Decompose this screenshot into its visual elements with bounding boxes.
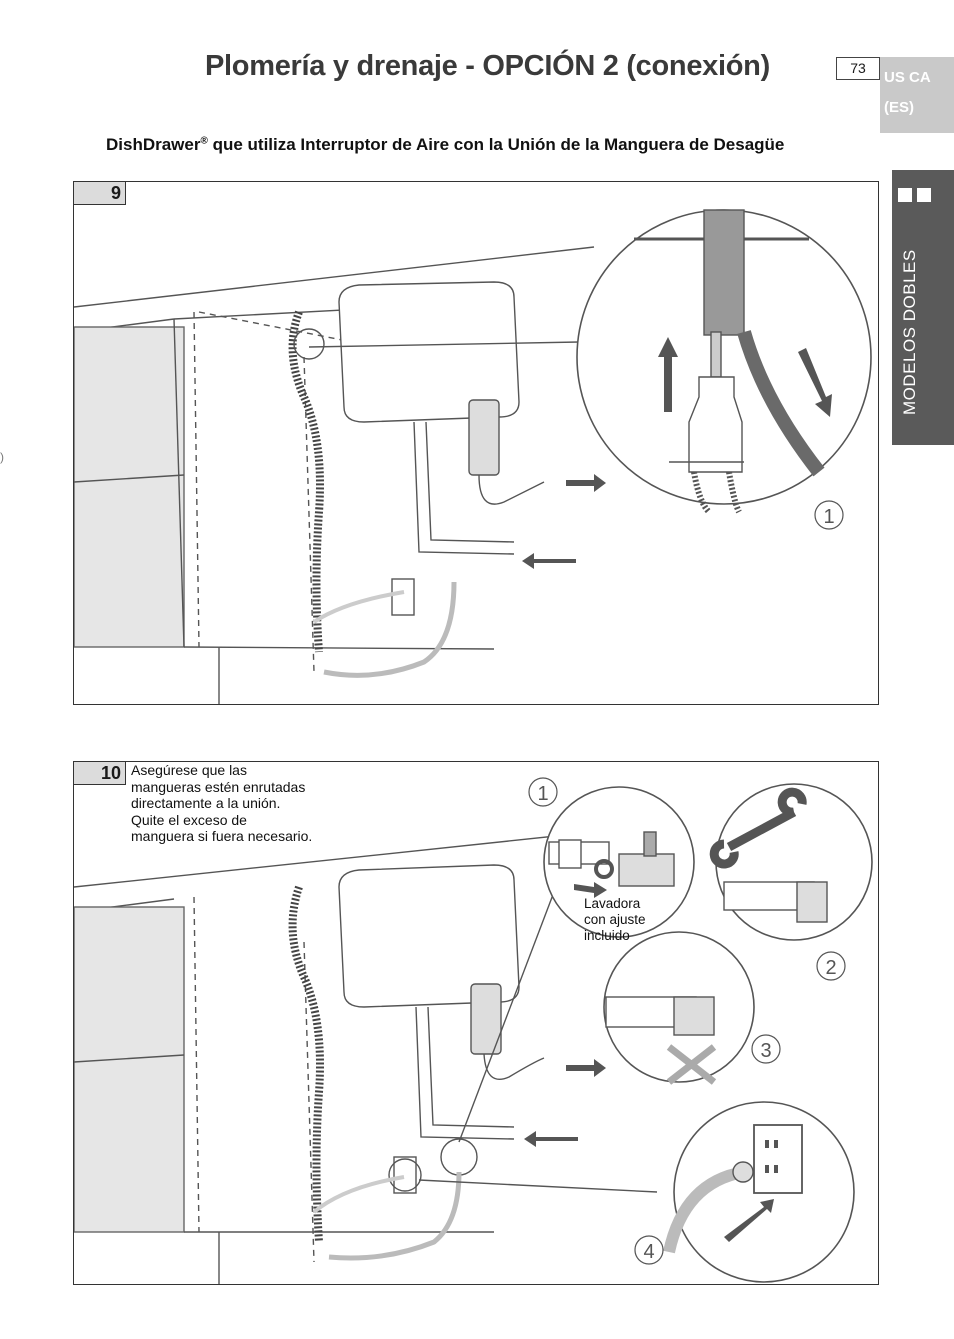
step-10-number: 10 <box>74 762 126 785</box>
callout-circle <box>751 1034 781 1064</box>
callout-number: 4 <box>643 1241 654 1263</box>
note-line: directamente a la unión. <box>131 795 281 811</box>
step-10-panel: 1 2 3 4 10 Asegúrese que las mangueras e… <box>73 761 879 1285</box>
callout-number: 1 <box>823 506 834 528</box>
washer-note-line: incluido <box>584 928 630 943</box>
region-line-2: (ES) <box>884 99 914 116</box>
subtitle-brand: DishDrawer <box>106 135 201 154</box>
callout-circle <box>634 1235 664 1265</box>
step-9-illustration: 1 <box>74 209 872 704</box>
note-line: Asegúrese que las <box>131 762 247 778</box>
step-10-illustration: 1 2 3 4 <box>74 777 873 1284</box>
step-9-panel: 1 9 <box>73 181 879 705</box>
callout-circle <box>528 777 558 807</box>
washer-note-line: con ajuste <box>584 912 646 927</box>
wrench-icon <box>709 787 807 869</box>
callout-circle <box>816 951 846 981</box>
callout-number: 2 <box>825 957 836 979</box>
washer-note: Lavadora con ajuste incluido <box>584 896 674 944</box>
page-title: Plomería y drenaje - OPCIÓN 2 (conexión) <box>205 50 770 82</box>
margin-mark: ) <box>0 450 4 464</box>
note-line: manguera si fuera necesario. <box>131 828 313 844</box>
step-9-number: 9 <box>74 182 126 205</box>
callout-number: 3 <box>760 1040 771 1062</box>
washer-note-line: Lavadora <box>584 896 641 911</box>
registered-mark: ® <box>200 135 208 147</box>
hose-routing-note: Asegúrese que las mangueras estén enruta… <box>131 762 341 845</box>
side-tab-label: MODELOS DOBLES <box>900 249 919 415</box>
subtitle-text: que utiliza Interruptor de Aire con la U… <box>207 135 785 154</box>
callout-number: 1 <box>537 783 548 805</box>
section-side-tab: MODELOS DOBLES <box>892 170 954 445</box>
model-square-icon <box>898 188 912 202</box>
section-subtitle: DishDrawer® que utiliza Interruptor de A… <box>106 135 784 155</box>
page-number: 73 <box>836 57 880 80</box>
note-line: mangueras estén enrutadas <box>131 778 306 795</box>
region-line-1: US CA <box>884 69 931 86</box>
callout-circle <box>814 500 844 530</box>
model-square-icon <box>917 188 931 202</box>
region-tab: US CA (ES) <box>880 57 954 133</box>
note-line: Quite el exceso de <box>131 811 247 828</box>
